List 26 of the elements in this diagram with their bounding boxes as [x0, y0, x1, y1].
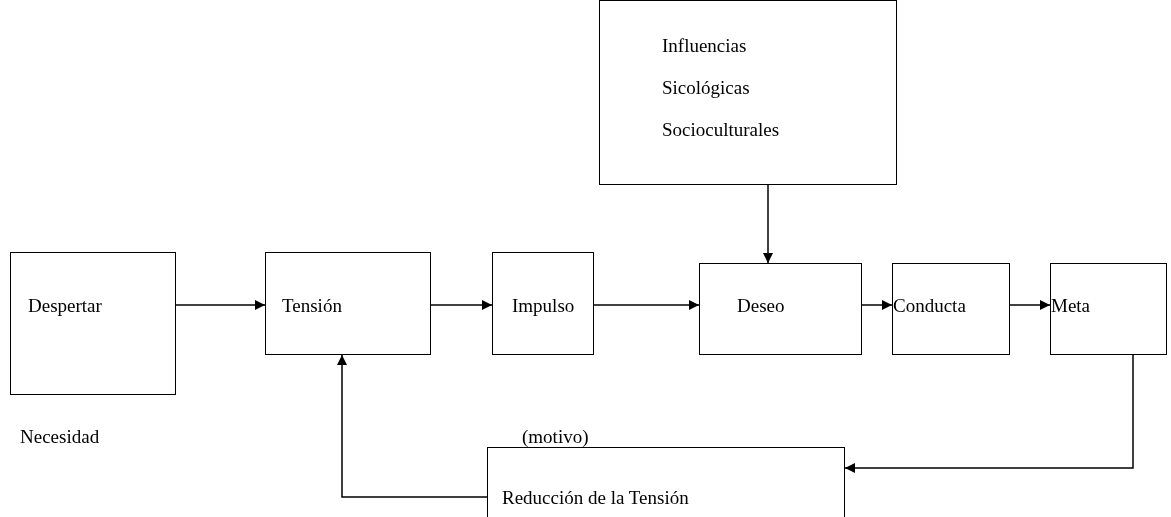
process-box: [699, 263, 862, 355]
process-box: [599, 0, 897, 185]
arrow: [844, 354, 1134, 473]
arrow: [175, 300, 266, 310]
process-box: [892, 263, 1010, 355]
note-label: (motivo): [522, 426, 589, 448]
arrow: [593, 300, 700, 310]
box-label: Deseo: [737, 294, 785, 318]
box-label: Despertar: [28, 294, 102, 318]
box-label: Impulso: [512, 294, 575, 318]
process-box: [487, 447, 845, 517]
arrow: [1009, 300, 1051, 310]
process-box: [1050, 263, 1167, 355]
box-label: Meta: [1051, 294, 1091, 318]
box-label: Tensión: [282, 294, 342, 318]
arrow: [337, 354, 488, 498]
box-label: Influencias Sicológicas Socioculturales: [662, 34, 781, 142]
process-box: [265, 252, 431, 355]
node-caption: Necesidad: [20, 426, 100, 448]
box-label: Reducción de la Tensión: [502, 486, 689, 510]
arrow: [861, 300, 893, 310]
arrow: [763, 184, 773, 264]
box-label: Conducta: [893, 294, 966, 318]
process-box: [10, 252, 176, 395]
arrow: [430, 300, 493, 310]
process-box: [492, 252, 594, 355]
